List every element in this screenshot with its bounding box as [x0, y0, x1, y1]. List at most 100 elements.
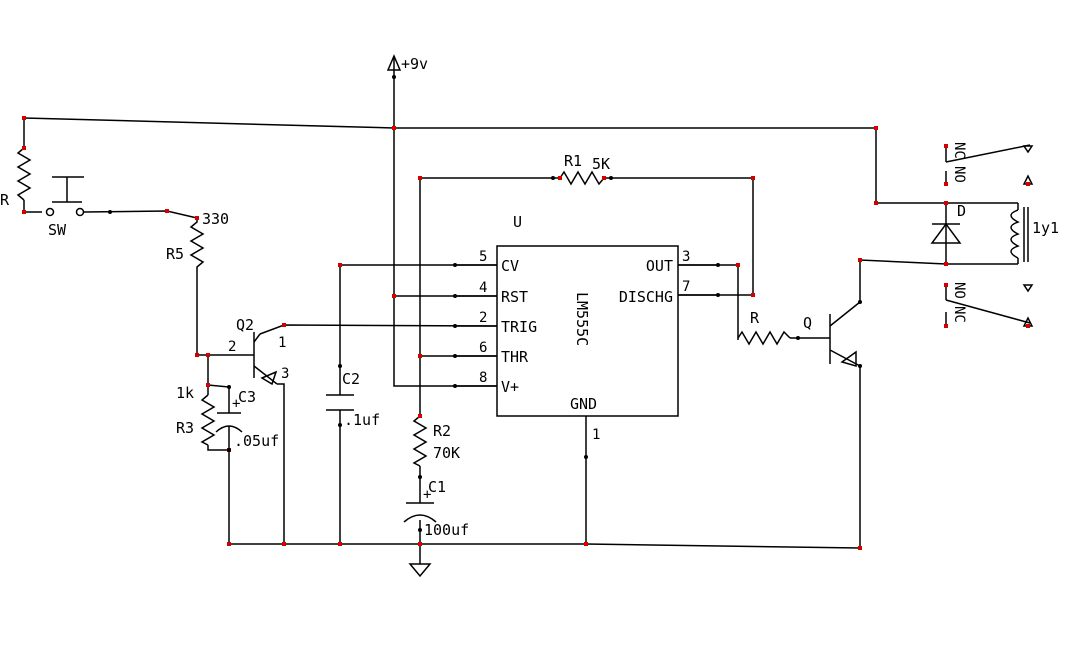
pin-end-dot	[453, 263, 457, 267]
ic-pin-5-num: 5	[479, 249, 487, 265]
junction-dot	[338, 263, 342, 267]
relay-contact-2: NO	[951, 166, 967, 183]
ic-pin-6-num: 6	[479, 340, 487, 356]
junction-dot	[282, 323, 286, 327]
resistor-r1: R1 5K	[559, 152, 610, 186]
junction-dot	[858, 258, 862, 262]
pin-end-dot	[338, 423, 342, 427]
resistor-r-top: R	[0, 147, 32, 209]
junction-dot	[874, 126, 878, 130]
transistor-q2: Q2 2 1 3	[228, 316, 289, 386]
ic-pin-3-num: 3	[682, 249, 690, 265]
pin-end-dot	[338, 364, 342, 368]
junction-dot	[858, 546, 862, 550]
ic-pin-8-num: 8	[479, 370, 487, 386]
transistor-q: Q	[803, 301, 861, 367]
ic-pin-7-num: 7	[682, 279, 690, 295]
pin-end-dot	[453, 294, 457, 298]
pin-end-dot	[858, 300, 862, 304]
junction-dot	[751, 176, 755, 180]
c2-label: C2	[342, 370, 360, 388]
r-base-label: R	[750, 309, 760, 327]
capacitor-c1: + C1 100uf	[403, 478, 469, 539]
r3-label: R3	[176, 419, 194, 437]
junction-dot	[22, 116, 26, 120]
junction-dots	[22, 116, 1030, 550]
junction-dot	[602, 176, 606, 180]
ic-pin-dischg: DISCHG	[619, 288, 673, 306]
c3-value: .05uf	[234, 432, 279, 450]
ic-pin-trig: TRIG	[501, 318, 537, 336]
pin-end-dot	[453, 354, 457, 358]
pin-end-dot	[584, 455, 588, 459]
junction-dot	[22, 210, 26, 214]
pin-end-dot	[227, 448, 231, 452]
resistor-r-base: R	[737, 309, 791, 346]
junction-dot	[1026, 324, 1030, 328]
junction-dot	[944, 201, 948, 205]
c3-label: C3	[238, 388, 256, 406]
ic-pin-4-num: 4	[479, 280, 487, 296]
c1-plus-icon: +	[423, 487, 431, 503]
q2-pin-base: 2	[228, 339, 236, 355]
r5-label: R5	[166, 245, 184, 263]
ic-part: LM555C	[573, 292, 591, 346]
junction-dot	[418, 542, 422, 546]
r1-label: R1	[564, 152, 582, 170]
pin-end-dot	[858, 364, 862, 368]
junction-dot	[944, 262, 948, 266]
resistor-r5: 330 R5	[166, 210, 229, 270]
pin-end-dot	[716, 263, 720, 267]
junction-dot	[874, 201, 878, 205]
q2-label: Q2	[236, 316, 254, 334]
relay-coil: 1y1	[1010, 203, 1059, 264]
junction-dot	[944, 182, 948, 186]
relay-contacts: NC NO NO NC	[945, 142, 1034, 327]
resistor-r3: 1k R3	[176, 384, 216, 446]
pin-end-dot	[108, 210, 112, 214]
ic-pin-2-num: 2	[479, 310, 487, 326]
supply-label: +9v	[401, 55, 428, 73]
junction-dot	[392, 294, 396, 298]
pin-end-dot	[227, 385, 231, 389]
ic-pin-out: OUT	[646, 257, 673, 275]
ic-pin-gnd: GND	[570, 395, 597, 413]
junction-dot	[165, 209, 169, 213]
q2-pin-emitter: 3	[281, 366, 289, 382]
junction-dot	[206, 383, 210, 387]
pin-end-dot	[796, 336, 800, 340]
junction-dot	[558, 176, 562, 180]
ic-pin-rst: RST	[501, 288, 528, 306]
pin-end-dot	[453, 324, 457, 328]
pin-end-dot	[609, 176, 613, 180]
c1-value: 100uf	[424, 521, 469, 539]
junction-dot	[1026, 182, 1030, 186]
q-label: Q	[803, 314, 812, 332]
junction-dot	[944, 144, 948, 148]
junction-dot	[418, 176, 422, 180]
junction-dot	[751, 293, 755, 297]
pin-end-dot	[551, 176, 555, 180]
switch-sw: SW	[45, 176, 85, 239]
r2-label: R2	[433, 422, 451, 440]
switch-label: SW	[48, 221, 67, 239]
supply-symbol: +9v	[386, 54, 428, 77]
diode-d: D	[930, 202, 966, 264]
r1-value: 5K	[592, 155, 610, 173]
ic-pin-cv: CV	[501, 257, 519, 275]
ic-lm555c: U LM555C 5 4 2 6 8 CV RST TRIG THR V+ 3 …	[455, 213, 718, 443]
pin-end-dot	[392, 75, 396, 79]
c3-plus-icon: +	[232, 396, 240, 412]
junction-dot	[418, 414, 422, 418]
pin-end-dot	[418, 528, 422, 532]
junction-dot	[22, 146, 26, 150]
junction-dot	[206, 353, 210, 357]
r3-value: 1k	[176, 384, 194, 402]
resistor-r2: R2 70K	[412, 415, 460, 467]
ic-pin-1-num: 1	[592, 427, 600, 443]
pin-end-dot	[418, 475, 422, 479]
ic-pin-vplus: V+	[501, 378, 519, 396]
junction-dot	[944, 283, 948, 287]
r2-value: 70K	[433, 444, 460, 462]
capacitor-c2: C2 .1uf	[326, 370, 380, 429]
